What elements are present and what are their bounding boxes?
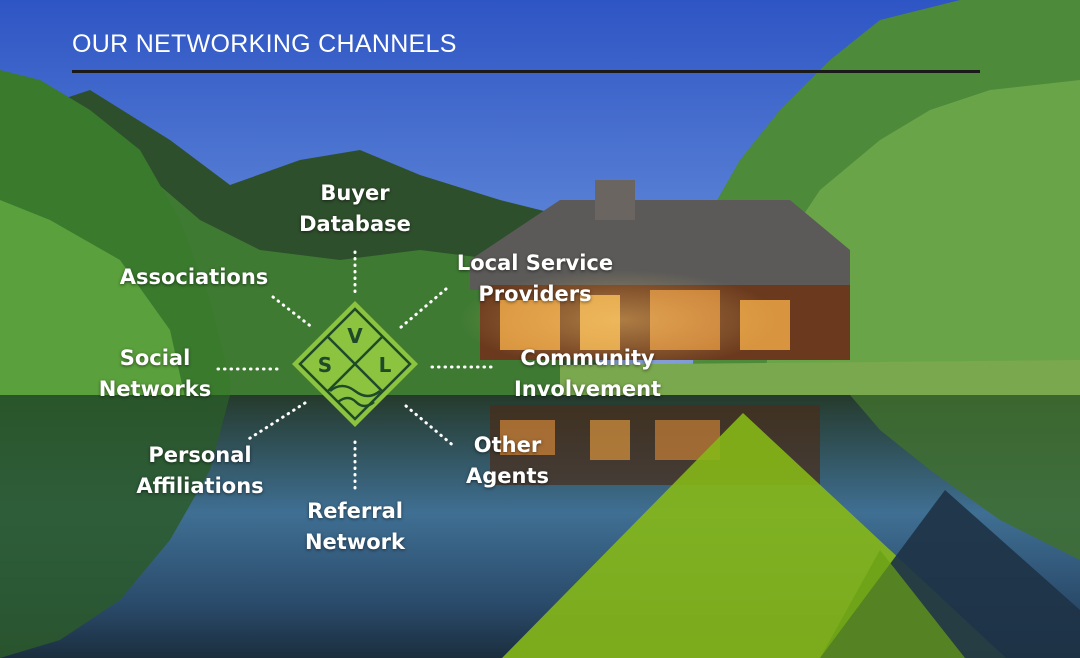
- logo-letter-v: V: [347, 324, 363, 348]
- title-underline: [72, 70, 980, 73]
- logo-letter-s: S: [318, 353, 332, 377]
- logo-letter-l: L: [379, 353, 392, 377]
- page-title: OUR NETWORKING CHANNELS: [72, 30, 457, 58]
- channel-associations: Associations: [119, 265, 269, 289]
- svl-logo: V S L: [292, 301, 418, 427]
